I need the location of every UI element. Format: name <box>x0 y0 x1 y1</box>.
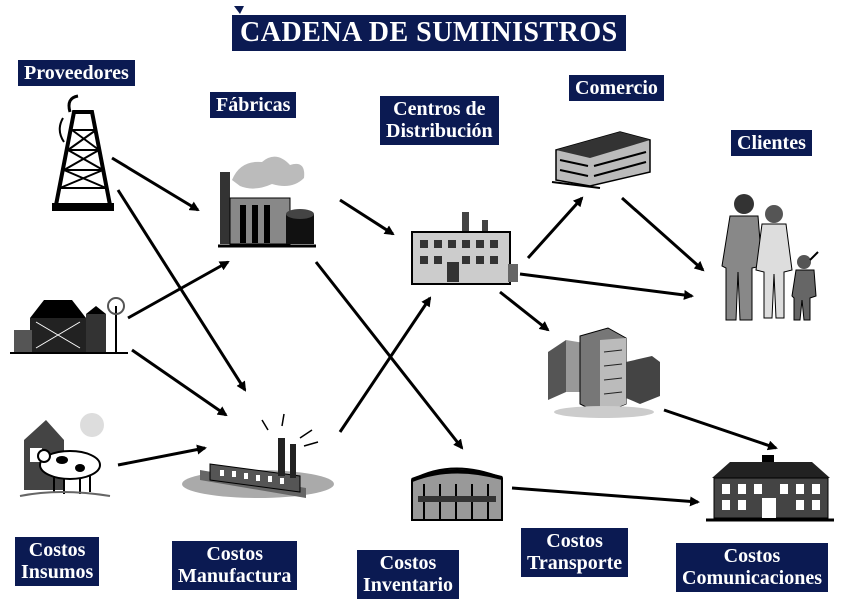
arrow-derrick-to-smokestack <box>116 189 247 392</box>
label-centros-distribucion: Centros de Distribución <box>380 96 499 145</box>
store-house-icon <box>706 455 834 522</box>
barn-icon <box>10 297 128 354</box>
commerce-building-icon <box>551 131 651 189</box>
arrow-distribution-to-towers <box>499 290 550 332</box>
arrow-warehouse-to-store <box>511 486 700 507</box>
arrow-cow-to-smokestack <box>117 444 207 467</box>
label-costos-comunicaciones: Costos Comunicaciones <box>676 543 828 592</box>
arrow-factory-to-distribution <box>339 198 395 236</box>
distribution-center-icon <box>411 212 518 285</box>
arrow-smokestack-to-distribution <box>338 296 432 433</box>
arrow-commerce-to-customers <box>621 196 705 272</box>
arrow-towers-to-store <box>663 408 778 451</box>
label-proveedores: Proveedores <box>18 60 135 87</box>
arrow-derrick-to-factory <box>111 156 200 212</box>
label-clientes: Clientes <box>731 130 812 157</box>
label-costos-transporte: Costos Transporte <box>521 528 629 577</box>
label-comercio: Comercio <box>569 75 664 102</box>
arrow-barn-to-factory <box>127 260 230 320</box>
arrow-factory-to-warehouse <box>314 261 464 450</box>
factory-smokestack-icon <box>182 413 334 498</box>
diagram-title: CADENA DE SUMINISTROS <box>232 15 626 51</box>
label-costos-inventario: Costos Inventario <box>357 550 459 599</box>
factory-tanks-icon <box>218 156 316 248</box>
label-costos-insumos: Costos Insumos <box>15 537 100 586</box>
arrow-distribution-to-commerce <box>526 196 584 260</box>
oil-derrick-icon <box>52 94 114 211</box>
flow-arrows <box>111 156 778 507</box>
label-costos-manufactura: Costos Manufactura <box>172 541 298 590</box>
warehouse-icon <box>411 467 503 521</box>
title-tick-icon <box>234 6 244 14</box>
family-customers-icon <box>721 194 819 321</box>
label-fabricas: Fábricas <box>210 92 297 119</box>
arrow-distribution-to-customers <box>519 272 694 300</box>
cow-farm-icon <box>19 413 111 497</box>
arrow-barn-to-smokestack <box>131 348 228 417</box>
office-towers-icon <box>548 327 660 418</box>
